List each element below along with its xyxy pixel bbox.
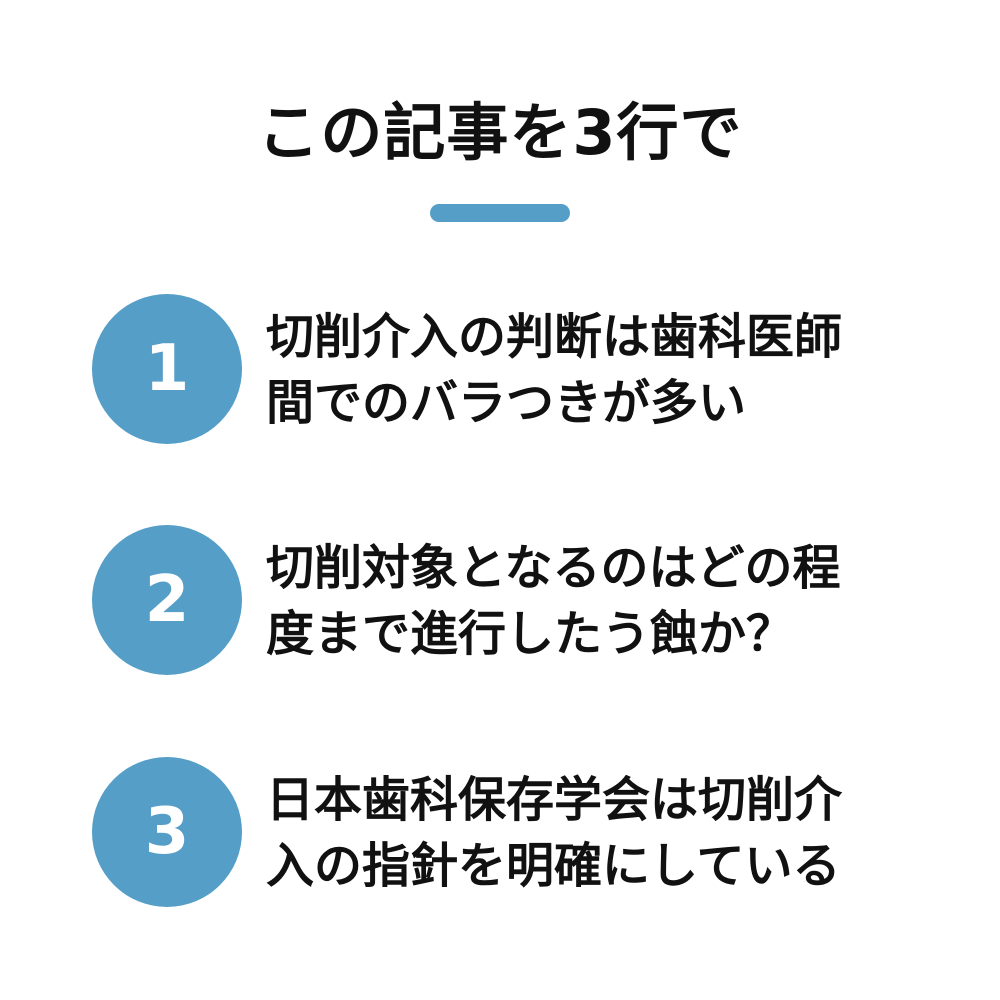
- summary-text-2-line-2: 度まで進行したう蝕か？: [266, 606, 795, 662]
- summary-point-3: 3 日本歯科保存学会は切削介 入の指針を明確にしている: [92, 757, 952, 907]
- summary-text-2: 切削対象となるのはどの程 度まで進行したう蝕か？: [266, 535, 946, 667]
- summary-text-3-line-1: 日本歯科保存学会は切削介: [266, 772, 843, 828]
- number-badge-3: 3: [92, 757, 242, 907]
- summary-text-3: 日本歯科保存学会は切削介 入の指針を明確にしている: [266, 767, 946, 899]
- summary-point-1: 1 切削介入の判断は歯科医師 間でのバラつきが多い: [92, 294, 952, 444]
- summary-point-2: 2 切削対象となるのはどの程 度まで進行したう蝕か？: [92, 525, 952, 675]
- summary-text-2-line-1: 切削対象となるのはどの程: [266, 540, 841, 596]
- summary-text-3-line-2: 入の指針を明確にしている: [266, 838, 841, 894]
- summary-text-1: 切削介入の判断は歯科医師 間でのバラつきが多い: [266, 304, 946, 436]
- page-title: この記事を3行で: [257, 96, 743, 169]
- title-underline: [430, 204, 570, 222]
- summary-text-1-line-2: 間でのバラつきが多い: [266, 375, 747, 431]
- number-badge-2: 2: [92, 525, 242, 675]
- number-badge-1: 1: [92, 294, 242, 444]
- summary-text-1-line-1: 切削介入の判断は歯科医師: [266, 309, 843, 365]
